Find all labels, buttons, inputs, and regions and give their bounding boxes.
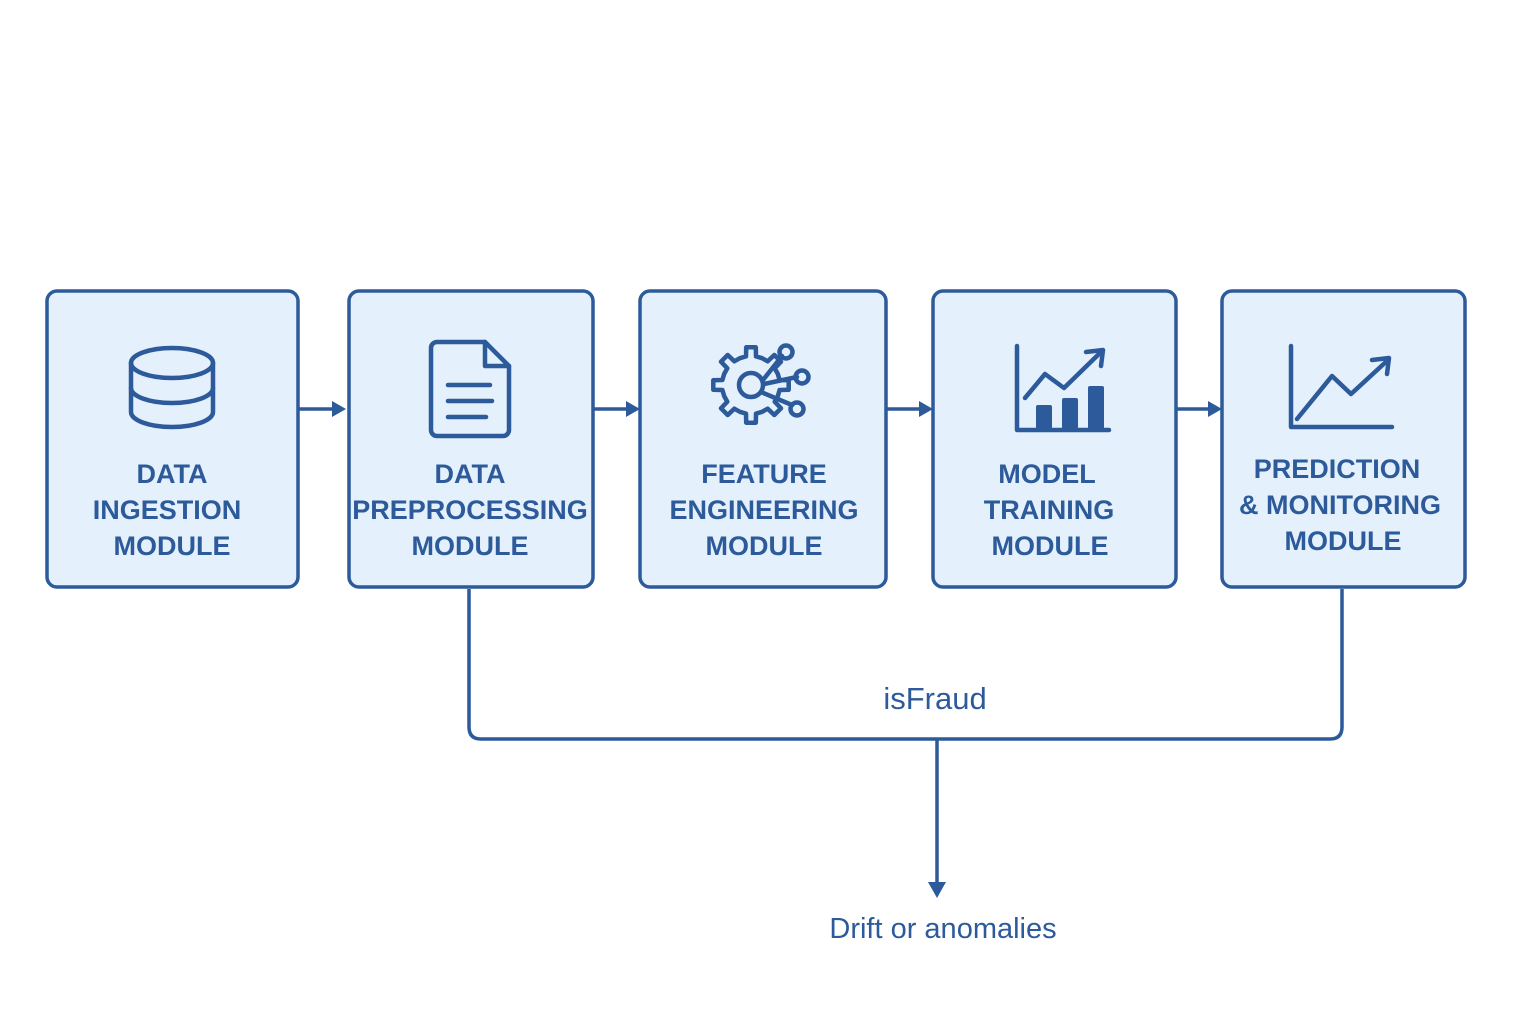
module-label-line: TRAINING (984, 495, 1115, 525)
bar-chart-trend-icon (1014, 343, 1112, 433)
module-box (931, 289, 1178, 589)
gear-network-icon (711, 343, 811, 425)
module-data-preprocessing: DATA PREPROCESSING MODULE (347, 289, 595, 589)
module-feature-engineering: FEATURE ENGINEERING MODULE (638, 289, 888, 589)
flow-arrow (886, 401, 933, 417)
module-model-training: MODEL TRAINING MODULE (931, 289, 1178, 589)
module-label-line: FEATURE (701, 459, 827, 489)
module-label-line: INGESTION (93, 495, 242, 525)
feedback-connector (467, 589, 1344, 741)
module-box (638, 289, 888, 589)
flow-arrow (298, 401, 346, 417)
module-label-line: PREDICTION (1254, 454, 1421, 484)
module-label-line: MODEL (998, 459, 1096, 489)
module-label-line: MODULE (1285, 526, 1402, 556)
module-data-ingestion: DATA INGESTION MODULE (45, 289, 300, 589)
module-label-line: DATA (435, 459, 506, 489)
module-box (347, 289, 595, 589)
module-box (45, 289, 300, 589)
flow-arrow (1176, 401, 1222, 417)
feedback-label: isFraud (883, 681, 986, 716)
module-label-line: & MONITORING (1239, 490, 1441, 520)
line-chart-trend-icon (1288, 343, 1395, 430)
database-icon (128, 345, 216, 430)
module-label-line: MODULE (992, 531, 1109, 561)
module-label-line: PREPROCESSING (352, 495, 588, 525)
flow-arrow (593, 401, 640, 417)
module-label-line: MODULE (412, 531, 529, 561)
module-prediction-monitoring: PREDICTION & MONITORING MODULE (1220, 289, 1467, 589)
output-label: Drift or anomalies (829, 913, 1056, 945)
module-label-line: ENGINEERING (669, 495, 858, 525)
module-label-line: MODULE (706, 531, 823, 561)
output-arrow (928, 739, 946, 898)
document-icon (428, 339, 512, 439)
module-box (1220, 289, 1467, 589)
module-label-line: MODULE (114, 531, 231, 561)
module-label-line: DATA (137, 459, 208, 489)
